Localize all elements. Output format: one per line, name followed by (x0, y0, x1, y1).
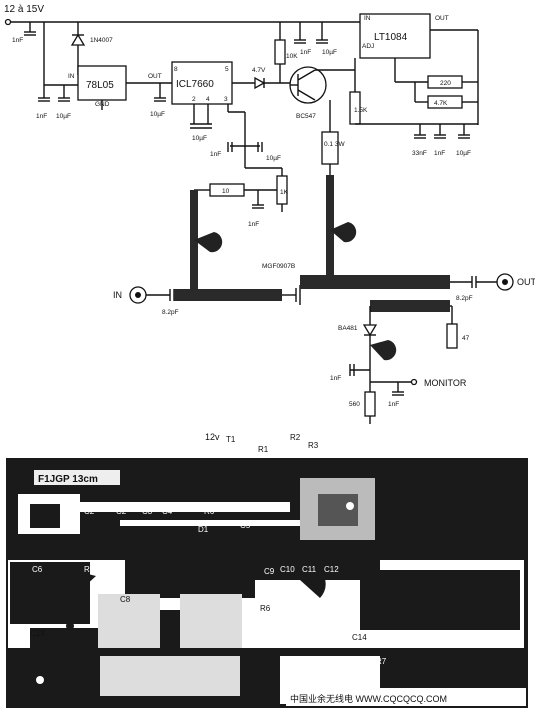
svg-text:C5: C5 (240, 521, 251, 530)
detector-diode (362, 324, 378, 337)
svg-text:MGF0907B: MGF0907B (262, 263, 295, 270)
svg-text:C6: C6 (32, 565, 43, 574)
regulator-78l05 (77, 65, 127, 101)
svg-text:C1: C1 (18, 505, 29, 514)
svg-text:OUT: OUT (517, 277, 535, 287)
svg-text:F1JGP 13cm: F1JGP 13cm (38, 474, 98, 485)
svg-text:8: 8 (174, 66, 178, 73)
svg-text:R5: R5 (84, 565, 95, 574)
svg-text:R6: R6 (204, 507, 215, 516)
svg-text:10µF: 10µF (192, 135, 207, 142)
svg-text:C15: C15 (298, 659, 313, 668)
resistor-10k (274, 39, 286, 65)
svg-text:10µF: 10µF (150, 111, 165, 118)
pcb-layout: 12v T1 R1 R2 R3 F1JGP 13cm C1 C7 C2 C2 C… (6, 432, 528, 708)
svg-text:10µF: 10µF (266, 155, 281, 162)
watermark: 中国业余无线电 WWW.CQCQCQ.COM (290, 693, 447, 704)
svg-text:R4: R4 (100, 567, 111, 576)
svg-text:8.2pF: 8.2pF (456, 295, 473, 302)
supply-terminal (4, 18, 12, 26)
svg-text:C11: C11 (302, 565, 317, 574)
cap-label: 1nF (12, 37, 23, 44)
svg-text:1nF: 1nF (210, 151, 221, 158)
out-line (300, 275, 450, 289)
svg-text:10µF: 10µF (322, 49, 337, 56)
svg-text:D2: D2 (320, 677, 331, 686)
svg-text:78L05: 78L05 (86, 80, 114, 91)
svg-text:C10: C10 (280, 565, 295, 574)
monitor-label: MONITOR (424, 378, 467, 388)
svg-text:ADJ: ADJ (362, 43, 374, 50)
svg-text:8.2pF: 8.2pF (162, 309, 179, 316)
svg-text:C13: C13 (30, 629, 45, 638)
svg-text:10: 10 (222, 188, 230, 195)
resistor-47 (446, 323, 458, 349)
svg-text:C4: C4 (162, 507, 173, 516)
svg-text:IN: IN (113, 290, 122, 300)
svg-text:1nF: 1nF (248, 221, 259, 228)
svg-text:R3: R3 (308, 441, 319, 450)
svg-text:T1: T1 (226, 435, 236, 444)
svg-text:10K: 10K (286, 53, 298, 60)
in-line (174, 289, 282, 301)
resistor-560 (364, 391, 376, 417)
svg-text:OUT: OUT (148, 73, 162, 80)
svg-text:C2: C2 (116, 507, 127, 516)
svg-text:1nF: 1nF (434, 150, 445, 157)
svg-text:1nF: 1nF (300, 49, 311, 56)
svg-text:47: 47 (462, 335, 470, 342)
svg-text:R1: R1 (258, 445, 269, 454)
svg-text:10µF: 10µF (56, 113, 71, 120)
svg-text:10µF: 10µF (456, 150, 471, 157)
svg-text:C8: C8 (120, 595, 131, 604)
drain-line (326, 175, 334, 275)
diode-label: 1N4007 (90, 37, 113, 44)
svg-text:5: 5 (225, 66, 229, 73)
svg-text:IN: IN (364, 15, 371, 22)
svg-text:C12: C12 (324, 565, 339, 574)
svg-text:0.1 3W: 0.1 3W (324, 141, 345, 148)
svg-text:BA481: BA481 (338, 325, 358, 332)
svg-text:BC547: BC547 (296, 113, 316, 120)
svg-text:1nF: 1nF (330, 375, 341, 382)
diode-symbol (70, 33, 86, 46)
svg-text:1nF: 1nF (388, 401, 399, 408)
coupler-line (370, 300, 450, 312)
radial-stub-det (370, 340, 397, 361)
svg-text:D1: D1 (198, 525, 209, 534)
svg-text:C3: C3 (142, 507, 153, 516)
svg-text:220: 220 (440, 80, 451, 87)
svg-text:R2: R2 (290, 433, 301, 442)
svg-text:C14: C14 (352, 633, 367, 642)
svg-text:2: 2 (192, 96, 196, 103)
radial-stub-out (330, 222, 357, 243)
svg-text:1.5K: 1.5K (354, 107, 368, 114)
svg-text:1K: 1K (280, 189, 289, 196)
pcb-title-plate (34, 470, 120, 485)
svg-text:C9: C9 (264, 567, 275, 576)
resistor-shunt (321, 131, 339, 165)
inverter-icl7660 (171, 61, 233, 105)
svg-text:C2: C2 (84, 507, 95, 516)
svg-text:ICL7660: ICL7660 (176, 79, 214, 90)
radial-stub-in (194, 232, 223, 253)
svg-text:560: 560 (349, 401, 360, 408)
svg-text:C7: C7 (66, 505, 77, 514)
svg-text:R6: R6 (260, 604, 271, 613)
svg-text:4.7V: 4.7V (252, 67, 266, 74)
svg-text:3: 3 (224, 96, 228, 103)
svg-text:IN: IN (68, 73, 75, 80)
svg-text:OUT: OUT (435, 15, 449, 22)
schematic: 12 à 15V 1nF 1N4007 1nF 10µF 78L05 IN OU… (4, 4, 535, 424)
svg-text:4: 4 (206, 96, 210, 103)
regulator-lt1084 (359, 13, 431, 59)
svg-text:33nF: 33nF (412, 150, 427, 157)
svg-text:R7: R7 (376, 657, 387, 666)
zener-symbol (254, 76, 266, 90)
pcb-voltage: 12v (205, 432, 220, 442)
svg-text:1nF: 1nF (36, 113, 47, 120)
supply-label: 12 à 15V (4, 4, 44, 15)
svg-text:LT1084: LT1084 (374, 32, 408, 43)
svg-text:4.7K: 4.7K (434, 100, 448, 107)
